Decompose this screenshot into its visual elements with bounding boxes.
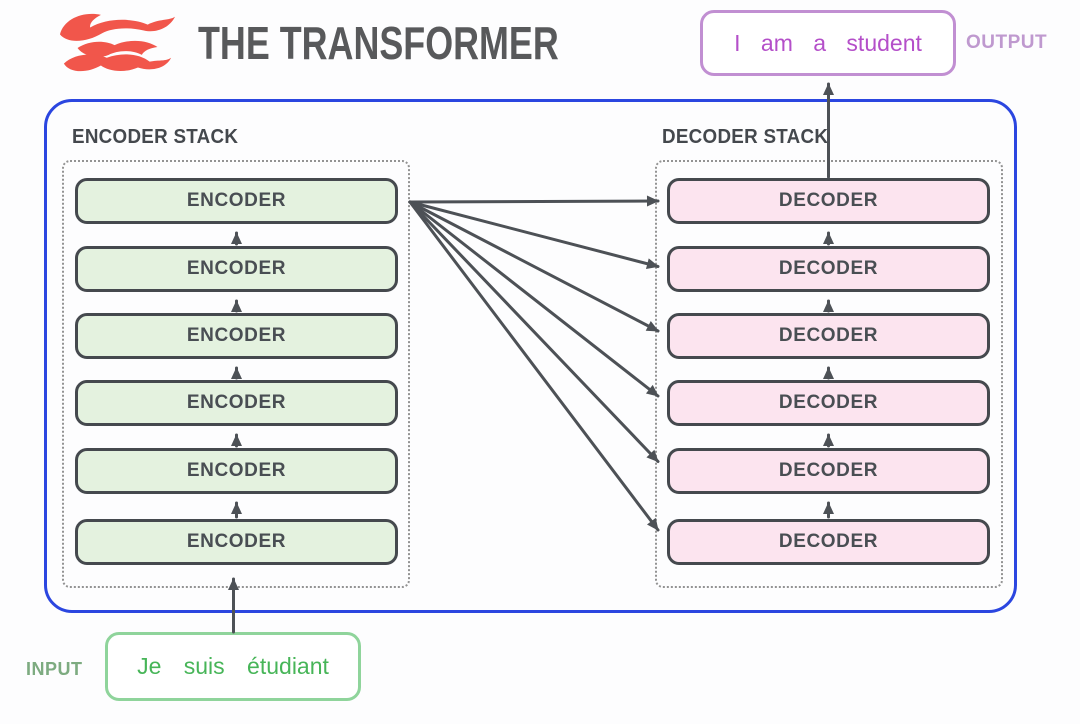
decoder-box: DECODER	[667, 448, 990, 494]
output-label: OUTPUT	[966, 32, 1048, 53]
decoder-box: DECODER	[667, 313, 990, 359]
decoder-stack-label: DECODER STACK	[662, 126, 829, 148]
page-title: THE TRANSFORMER	[198, 17, 559, 69]
encoder-stack-label: ENCODER STACK	[72, 126, 239, 148]
encoder-box: ENCODER	[75, 178, 398, 224]
encoder-box: ENCODER	[75, 246, 398, 292]
decoder-box: DECODER	[667, 178, 990, 224]
encoder-box: ENCODER	[75, 313, 398, 359]
encoder-box: ENCODER	[75, 519, 398, 565]
encoder-box: ENCODER	[75, 380, 398, 426]
transformer-container	[44, 99, 1017, 613]
input-label: INPUT	[26, 659, 83, 679]
input-sentence-box: Je suis étudiant	[105, 632, 361, 701]
input-sentence: Je suis étudiant	[137, 653, 329, 679]
output-sentence: I am a student	[734, 29, 922, 56]
decoder-box: DECODER	[667, 246, 990, 292]
flame-logo-icon	[59, 13, 176, 72]
output-sentence-box: I am a student	[700, 10, 956, 76]
decoder-box: DECODER	[667, 380, 990, 426]
encoder-box: ENCODER	[75, 448, 398, 494]
decoder-box: DECODER	[667, 519, 990, 565]
